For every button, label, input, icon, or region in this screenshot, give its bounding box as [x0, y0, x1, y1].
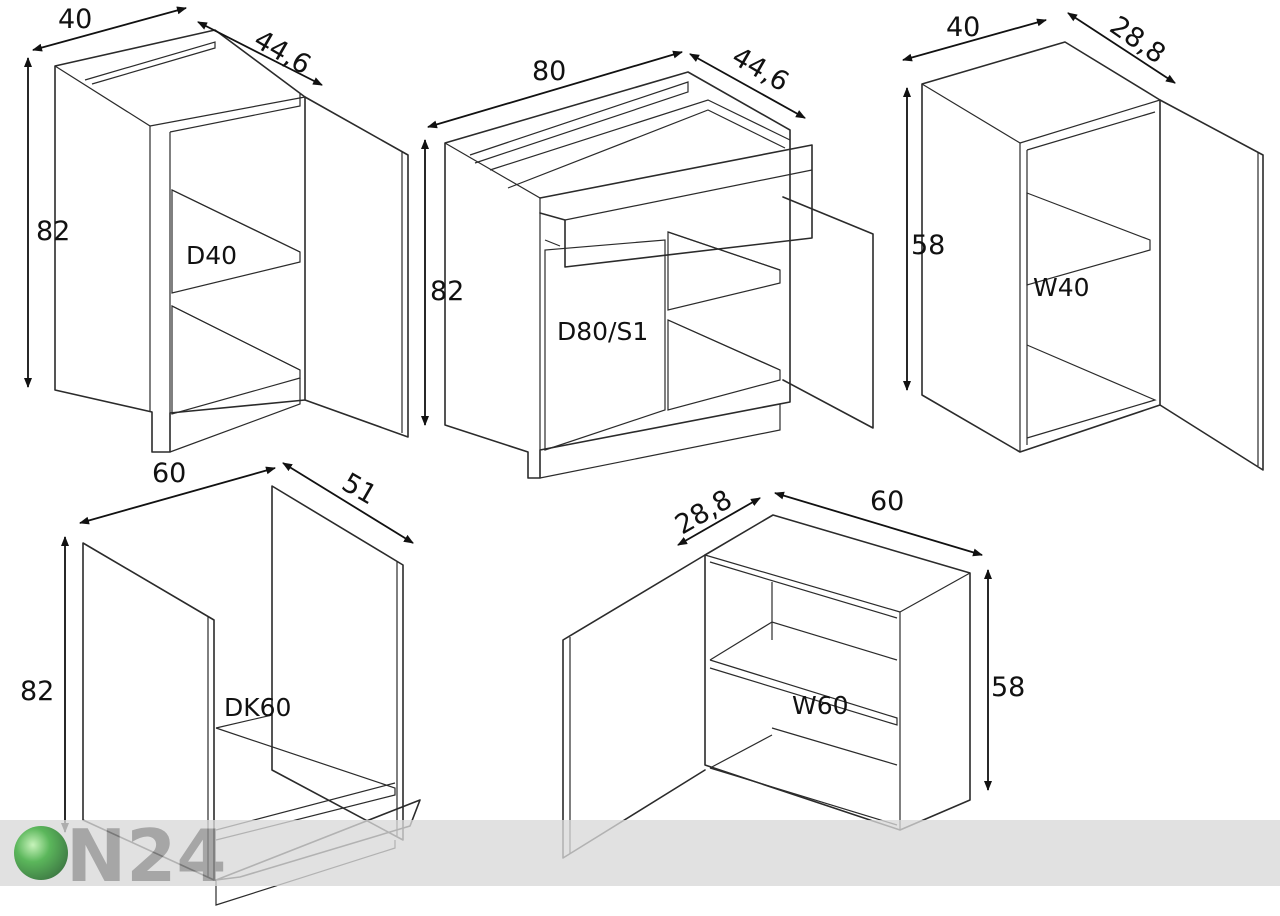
d40-width-label: 40	[58, 4, 92, 35]
w60-code-label: W60	[792, 691, 849, 720]
w40-width-label: 40	[946, 12, 980, 43]
cabinet-w60: 28,8 60 58 W60	[562, 484, 1025, 859]
w40-height-label: 58	[911, 230, 945, 261]
w40-depth-label: 28,8	[1104, 10, 1171, 70]
green-ball-icon	[14, 826, 68, 880]
cabinet-d40: 40 44,6 82 D40	[24, 4, 409, 453]
w60-height-label: 58	[991, 672, 1025, 703]
dk60-depth-label: 51	[337, 467, 382, 511]
watermark-logo: N24	[0, 814, 1280, 898]
dk60-height-label: 82	[20, 676, 54, 707]
d80-depth-label: 44,6	[727, 41, 795, 98]
d80-width-label: 80	[532, 56, 566, 87]
w60-width-label: 60	[870, 486, 904, 517]
cabinet-w40: 40 28,8 58 W40	[902, 10, 1264, 471]
d40-code-label: D40	[186, 241, 237, 270]
w40-code-label: W40	[1033, 273, 1090, 302]
dk60-width-label: 60	[152, 458, 186, 489]
d80-code-label: D80/S1	[557, 317, 648, 346]
watermark-text: N24	[66, 814, 226, 898]
d40-depth-label: 44,6	[249, 24, 317, 81]
w60-depth-label: 28,8	[670, 484, 738, 541]
cabinet-d80-s1: 80 44,6 82 D80/S1	[421, 41, 874, 479]
watermark-bar	[0, 820, 1280, 886]
dk60-code-label: DK60	[224, 693, 291, 722]
d80-height-label: 82	[430, 276, 464, 307]
cabinet-dk60: 60 51 82 DK60	[20, 458, 421, 906]
d40-height-label: 82	[36, 216, 70, 247]
